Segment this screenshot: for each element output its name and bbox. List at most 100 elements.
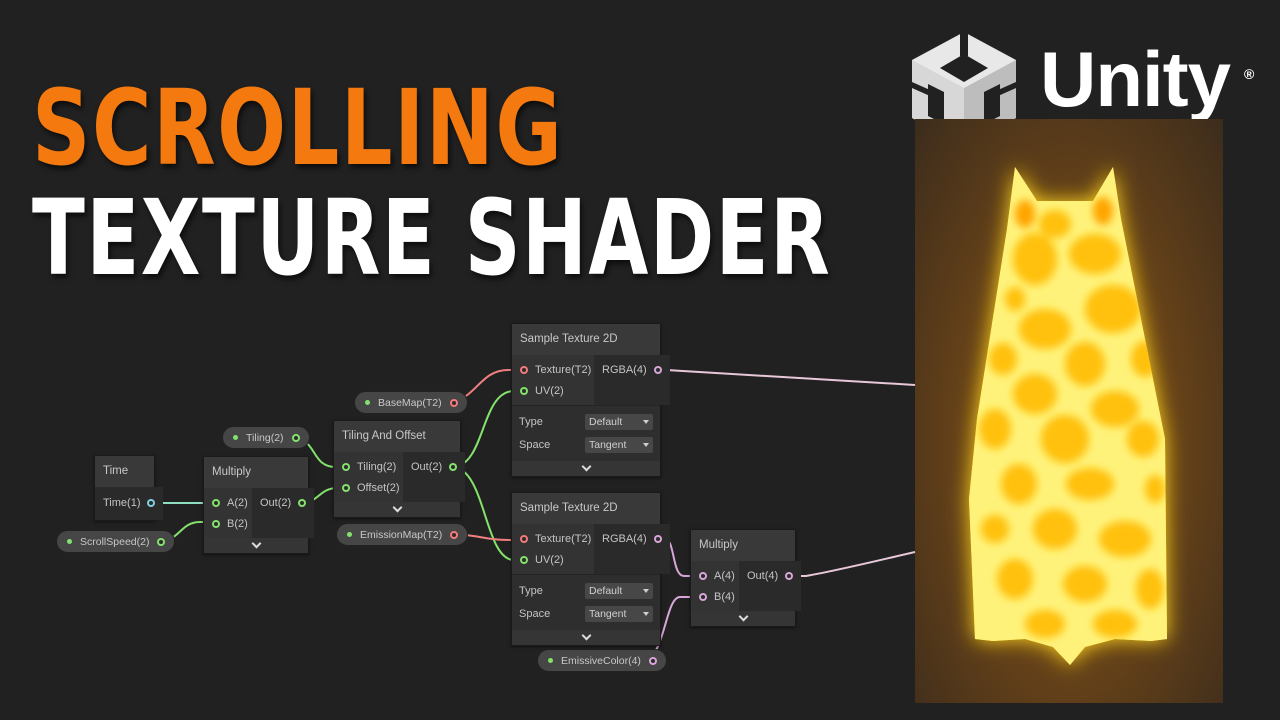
expand-toggle[interactable] [204,538,308,553]
output-port-out[interactable]: Out(2) [403,456,465,477]
property-tiling[interactable]: Tiling(2) [222,426,310,449]
port-icon[interactable] [653,365,662,374]
property-label: BaseMap(T2) [378,396,442,409]
output-port-rgba[interactable]: RGBA(4) [594,359,670,380]
property-indicator-icon [233,435,238,440]
output-port-icon[interactable] [449,398,458,407]
property-indicator-icon [548,658,553,663]
output-port-rgba[interactable]: RGBA(4) [594,528,670,549]
property-label: EmissionMap(T2) [360,528,443,541]
output-port-out[interactable]: Out(4) [739,565,801,586]
prop-space: Space Tangent [512,433,660,456]
port-icon[interactable] [699,592,707,601]
port-label: UV(2) [535,384,564,397]
output-port-icon[interactable] [648,656,657,665]
output-port-icon[interactable] [157,537,166,546]
type-dropdown[interactable]: Default [585,413,653,430]
port-label: UV(2) [535,553,564,566]
port-icon[interactable] [699,571,707,580]
chevron-down-icon [581,630,591,641]
input-port-offset[interactable]: Offset(2) [334,477,403,498]
chevron-down-icon [581,461,591,472]
output-port-time[interactable]: Time(1) [95,492,163,513]
port-icon[interactable] [785,571,794,580]
port-icon[interactable] [520,555,528,564]
prop-label: Type [519,415,543,428]
node-time[interactable]: Time Time(1) [94,455,164,521]
port-label: B(4) [714,590,735,603]
node-sample-texture-2d-emission[interactable]: Sample Texture 2D Texture(T2) UV(2) RGBA… [511,492,670,646]
port-icon[interactable] [449,462,458,471]
port-icon[interactable] [653,534,662,543]
prop-label: Space [519,607,551,620]
expand-toggle[interactable] [512,461,660,476]
title-scrolling: SCROLLING [32,67,564,189]
expand-toggle[interactable] [691,611,795,626]
dropdown-arrow-icon [643,442,649,447]
port-label: Offset(2) [357,481,400,494]
property-emission-map[interactable]: EmissionMap(T2) [336,523,469,546]
output-port-out[interactable]: Out(2) [252,492,314,513]
dropdown-arrow-icon [643,419,649,424]
chevron-down-icon [392,502,402,513]
dropdown-value: Default [589,584,623,597]
chevron-down-icon [251,538,261,549]
port-label: A(4) [714,569,735,582]
node-multiply-emission[interactable]: Multiply A(4) B(4) Out(4) [690,529,802,627]
port-icon[interactable] [147,498,156,507]
registered-mark: ® [1244,66,1255,82]
node-tiling-and-offset[interactable]: Tiling And Offset Tiling(2) Offset(2) Ou… [333,420,466,518]
property-label: ScrollSpeed(2) [80,535,150,548]
node-title: Sample Texture 2D [512,324,660,355]
dropdown-arrow-icon [643,611,649,616]
port-icon[interactable] [342,462,350,471]
node-sample-texture-2d-base[interactable]: Sample Texture 2D Texture(T2) UV(2) RGBA… [511,323,670,477]
port-icon[interactable] [520,386,528,395]
port-icon[interactable] [298,498,307,507]
dropdown-value: Default [589,415,623,428]
property-indicator-icon [347,532,352,537]
port-icon[interactable] [520,534,528,543]
port-icon[interactable] [520,365,528,374]
node-title: Multiply [691,530,795,561]
dropdown-value: Tangent [589,438,627,451]
input-port-a[interactable]: A(2) [204,492,252,513]
space-dropdown[interactable]: Tangent [585,436,653,453]
port-label: RGBA(4) [602,363,647,376]
dropdown-value: Tangent [589,607,627,620]
port-icon[interactable] [212,498,220,507]
property-label: Tiling(2) [246,431,284,444]
port-label: Texture(T2) [535,363,592,376]
output-port-icon[interactable] [291,433,300,442]
input-port-texture[interactable]: Texture(T2) [512,528,594,549]
expand-toggle[interactable] [512,630,660,645]
space-dropdown[interactable]: Tangent [585,605,653,622]
expand-toggle[interactable] [334,502,460,517]
prop-type: Type Default [512,410,660,433]
output-port-icon[interactable] [450,530,459,539]
property-emissive-color[interactable]: EmissiveColor(4) [537,649,667,672]
input-port-b[interactable]: B(2) [204,513,252,534]
node-title: Tiling And Offset [334,421,460,452]
port-label: Tiling(2) [357,460,397,473]
node-title: Sample Texture 2D [512,493,660,524]
input-port-uv[interactable]: UV(2) [512,380,594,401]
title-texture-shader: TEXTURE SHADER [32,177,832,299]
port-icon[interactable] [342,483,350,492]
input-port-a[interactable]: A(4) [691,565,739,586]
property-scroll-speed[interactable]: ScrollSpeed(2) [56,530,176,553]
node-multiply[interactable]: Multiply A(2) B(2) Out(2) [203,456,315,554]
prop-type: Type Default [512,579,660,602]
port-label: Out(2) [411,460,443,473]
unity-wordmark: Unity [1040,35,1231,123]
input-port-tiling[interactable]: Tiling(2) [334,456,403,477]
property-base-map[interactable]: BaseMap(T2) [354,391,468,414]
type-dropdown[interactable]: Default [585,582,653,599]
property-indicator-icon [67,539,72,544]
input-port-b[interactable]: B(4) [691,586,739,607]
input-port-texture[interactable]: Texture(T2) [512,359,594,380]
port-label: A(2) [227,496,248,509]
port-icon[interactable] [212,519,220,528]
input-port-uv[interactable]: UV(2) [512,549,594,570]
